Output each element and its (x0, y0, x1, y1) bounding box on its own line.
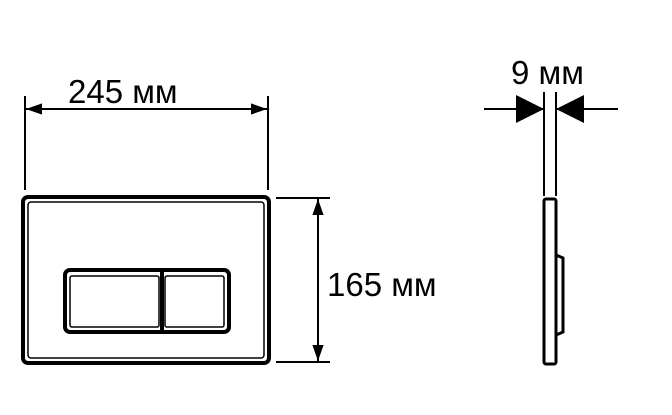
thickness-label: 9 мм (511, 54, 584, 91)
flush-button-large (69, 275, 160, 328)
width-dimension: 245 мм (24, 73, 269, 190)
height-dimension: 165 мм (276, 197, 437, 363)
plate-outline (21, 195, 271, 365)
thickness-dimension: 9 мм (484, 54, 618, 196)
flush-button-small (164, 275, 225, 328)
side-view: 9 мм (484, 54, 618, 366)
flush-button-outer (63, 268, 231, 334)
width-label: 245 мм (68, 73, 178, 110)
plate-inner-edge (27, 201, 265, 359)
front-view: 245 мм 165 мм (21, 73, 437, 365)
plate-side-profile (542, 197, 558, 366)
height-label: 165 мм (327, 266, 437, 303)
flush-buttons (63, 268, 231, 334)
button-side-profile (555, 253, 565, 337)
